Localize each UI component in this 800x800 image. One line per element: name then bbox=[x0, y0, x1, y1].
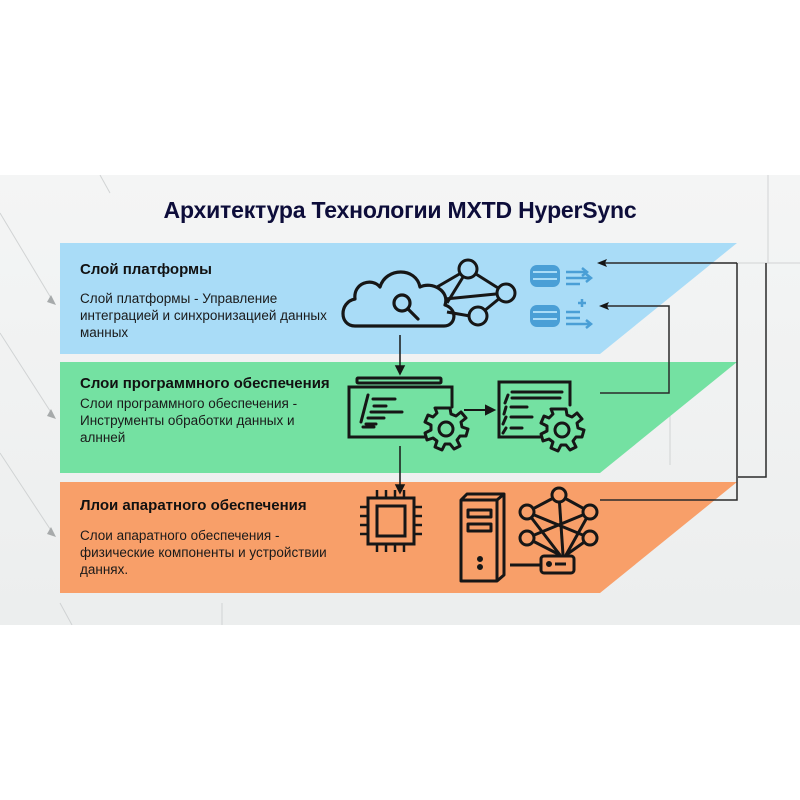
software-layer-title: Слои программного обеспечения bbox=[80, 375, 330, 392]
diagram-canvas: Архитектура Технологии MXTD HyperSync Сл… bbox=[0, 175, 800, 625]
platform-layer-title: Слой платформы bbox=[80, 261, 212, 278]
background-decor bbox=[0, 175, 800, 625]
network-nodes-icon bbox=[436, 258, 517, 327]
hardware-layer-title: Ллои апаратного обеспечения bbox=[80, 497, 307, 514]
platform-layer-text: Слой платформы Слой платформы - Управлен… bbox=[80, 261, 330, 341]
code-window-gear-icon bbox=[347, 376, 454, 439]
flow-arrow bbox=[464, 404, 497, 416]
database-sync-icon bbox=[530, 265, 560, 327]
background-arrowheads bbox=[47, 295, 56, 537]
hardware-layer-description: Слои апаратного обеспечения - физические… bbox=[80, 528, 327, 577]
feedback-connectors bbox=[600, 262, 767, 501]
sync-arrows-icon bbox=[566, 267, 594, 329]
gear-icon bbox=[539, 407, 586, 453]
server-tower-icon bbox=[459, 492, 506, 583]
layer-flow-arrows bbox=[394, 335, 406, 495]
diagram-graphics bbox=[0, 175, 800, 625]
platform-layer-description: Слой платформы - Управление интеграцией … bbox=[80, 291, 327, 340]
gear-icon bbox=[423, 406, 470, 452]
diagram-title: Архитектура Технологии MXTD HyperSync bbox=[163, 197, 637, 223]
connector-arrowheads bbox=[597, 259, 609, 310]
software-layer-description: Слои программного обеспечения - Инструме… bbox=[80, 396, 298, 445]
cloud-search-icon bbox=[341, 270, 456, 328]
cpu-chip-icon bbox=[360, 490, 422, 552]
document-gear-icon bbox=[497, 380, 572, 439]
hardware-layer-text: Ллои апаратного обеспечения Слои апаратн… bbox=[80, 497, 340, 578]
software-layer-text: Слои программного обеспечения Слои прогр… bbox=[80, 375, 330, 446]
database-stripes bbox=[533, 271, 557, 320]
neural-network-device-icon bbox=[510, 486, 599, 575]
